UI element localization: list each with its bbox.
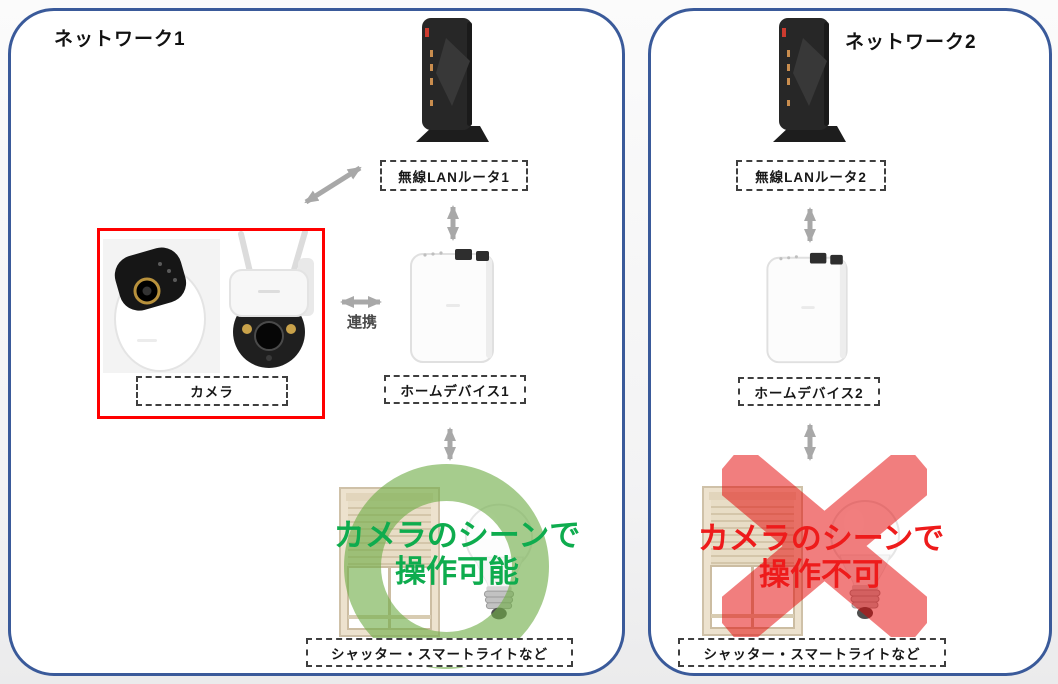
wireless-router-image-1 — [416, 18, 489, 142]
home-device-image-1 — [410, 249, 494, 363]
devices1-label: シャッター・スマートライトなど — [306, 638, 573, 667]
indoor-camera-image — [103, 239, 220, 373]
home-device1-label: ホームデバイス1 — [384, 375, 526, 404]
scene-operable-line2: 操作可能 — [395, 554, 519, 589]
scene-not-operable-line2: 操作不可 — [759, 557, 883, 592]
network1-title: ネットワーク1 — [54, 29, 186, 50]
scene-not-operable-x-icon — [722, 455, 927, 637]
home-device2-label: ホームデバイス2 — [738, 377, 880, 406]
link-label: 連携 — [346, 314, 377, 331]
camera-label: カメラ — [136, 376, 288, 406]
router2-label: 無線LANルータ2 — [736, 160, 886, 191]
devices2-label: シャッター・スマートライトなど — [678, 638, 946, 667]
wireless-router-image-2 — [773, 18, 846, 142]
scene-operable-line1: カメラのシーンで — [333, 518, 581, 553]
camera-highlight-box — [97, 228, 325, 419]
scene-not-operable-line1: カメラのシーンで — [697, 521, 945, 556]
outdoor-camera-image — [229, 230, 314, 368]
router1-label: 無線LANルータ1 — [380, 160, 528, 191]
scene-operable-text: カメラのシーンで 操作可能 — [302, 518, 612, 590]
home-device-image-2 — [766, 252, 848, 364]
network2-title: ネットワーク2 — [845, 32, 977, 53]
scene-not-operable-text: カメラのシーンで 操作不可 — [666, 521, 976, 593]
